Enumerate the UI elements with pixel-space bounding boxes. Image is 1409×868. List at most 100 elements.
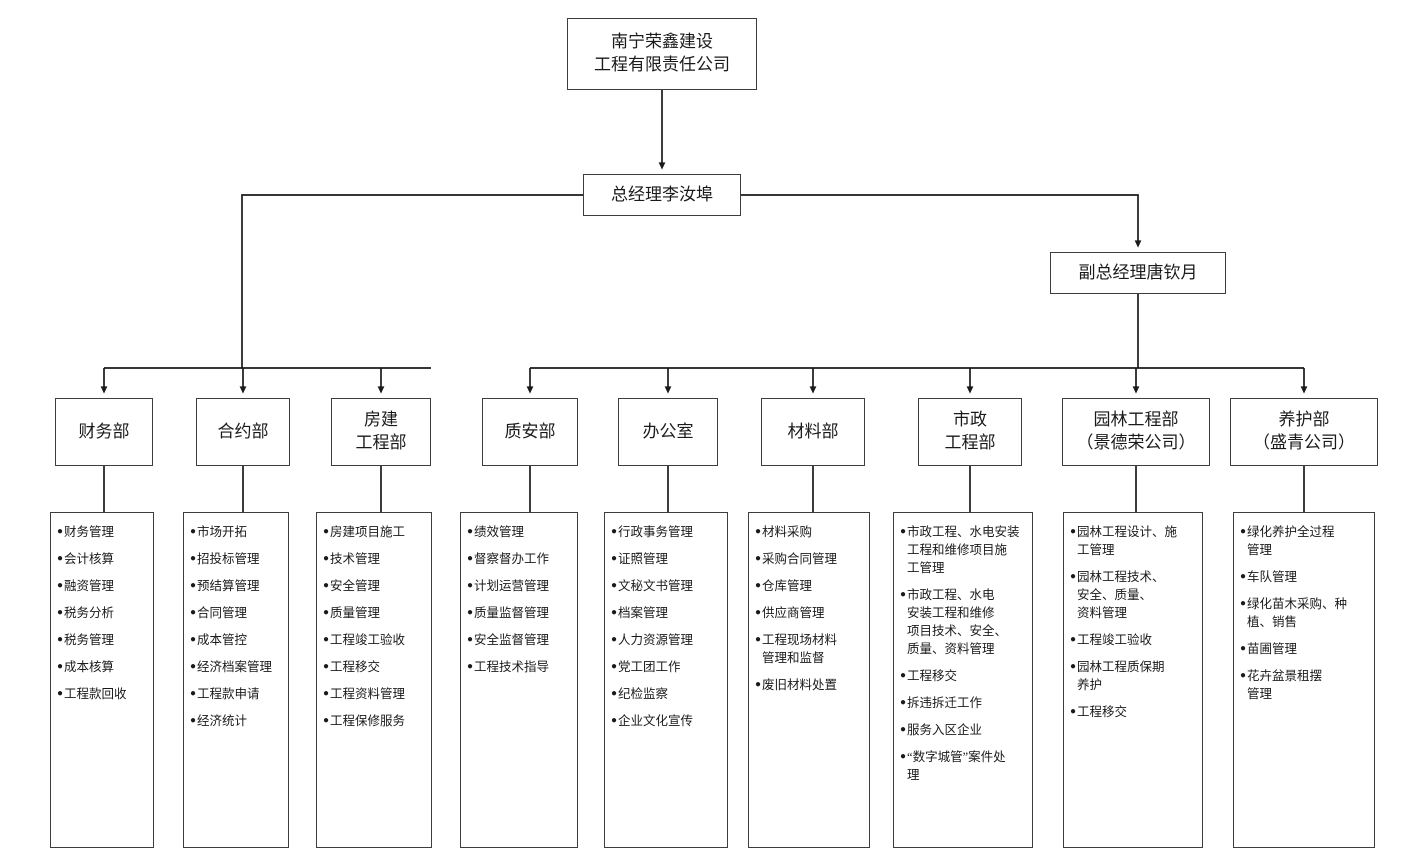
duty-item: ●工程款申请 bbox=[190, 685, 282, 703]
duty-item-label: 工程移交 bbox=[1077, 705, 1128, 719]
deputy-manager-node[interactable]: 副总经理唐钦月 bbox=[1050, 252, 1226, 294]
bullet-icon: ● bbox=[611, 607, 618, 618]
duty-item-label: 税务分析 bbox=[64, 606, 115, 620]
duty-item-label: 安全监督管理 bbox=[474, 633, 550, 647]
duty-item-label: 经济统计 bbox=[197, 714, 248, 728]
bullet-icon: ● bbox=[190, 715, 197, 726]
bullet-icon: ● bbox=[611, 715, 618, 726]
bullet-icon: ● bbox=[755, 580, 762, 591]
general-manager-label: 总经理李汝埠 bbox=[611, 184, 713, 204]
department-node-office[interactable]: 办公室 bbox=[618, 398, 718, 466]
duty-item: ●绿化养护全过程 管理 bbox=[1240, 523, 1368, 559]
duty-item-label: 招投标管理 bbox=[197, 552, 260, 566]
duty-item-label: 计划运营管理 bbox=[474, 579, 550, 593]
department-node-finance[interactable]: 财务部 bbox=[55, 398, 153, 466]
duty-item-label: 供应商管理 bbox=[762, 606, 825, 620]
duty-item: ●企业文化宣传 bbox=[611, 712, 721, 730]
duty-item: ●花卉盆景租摆 管理 bbox=[1240, 667, 1368, 703]
duty-item: ●工程竣工验收 bbox=[1070, 631, 1196, 649]
bullet-icon: ● bbox=[190, 553, 197, 564]
duty-item: ●经济档案管理 bbox=[190, 658, 282, 676]
bullet-icon: ● bbox=[467, 661, 474, 672]
duty-item-label: 花卉盆景租摆 管理 bbox=[1247, 669, 1323, 701]
bullet-icon: ● bbox=[190, 607, 197, 618]
department-node-quality-safety[interactable]: 质安部 bbox=[482, 398, 578, 466]
bullet-icon: ● bbox=[323, 688, 330, 699]
bullet-icon: ● bbox=[755, 679, 762, 690]
duty-item-label: 预结算管理 bbox=[197, 579, 260, 593]
department-node-maintenance[interactable]: 养护部 （盛青公司） bbox=[1230, 398, 1378, 466]
duty-item-label: 财务管理 bbox=[64, 525, 115, 539]
duty-item-label: 质量监督管理 bbox=[474, 606, 550, 620]
duty-item-label: 园林工程技术、 安全、质量、 资料管理 bbox=[1077, 570, 1165, 620]
department-node-materials[interactable]: 材料部 bbox=[761, 398, 865, 466]
duty-item: ●会计核算 bbox=[57, 550, 147, 568]
duty-item-label: 绿化苗木采购、种 植、销售 bbox=[1247, 597, 1348, 629]
duty-item: ●合同管理 bbox=[190, 604, 282, 622]
bullet-icon: ● bbox=[900, 526, 907, 537]
duty-list-maintenance: ●绿化养护全过程 管理●车队管理●绿化苗木采购、种 植、销售●苗圃管理●花卉盆景… bbox=[1233, 512, 1375, 848]
duty-item: ●成本核算 bbox=[57, 658, 147, 676]
duty-item-label: 市场开拓 bbox=[197, 525, 248, 539]
duty-item: ●工程款回收 bbox=[57, 685, 147, 703]
duty-item: ●督察督办工作 bbox=[467, 550, 571, 568]
duty-item: ●工程竣工验收 bbox=[323, 631, 425, 649]
duty-item: ●党工团工作 bbox=[611, 658, 721, 676]
duty-list-housing-engineering: ●房建项目施工●技术管理●安全管理●质量管理●工程竣工验收●工程移交●工程资料管… bbox=[316, 512, 432, 848]
duty-item: ●档案管理 bbox=[611, 604, 721, 622]
duty-item-label: 工程现场材料 管理和监督 bbox=[762, 633, 838, 665]
duty-item: ●工程资料管理 bbox=[323, 685, 425, 703]
duty-item-label: 企业文化宣传 bbox=[618, 714, 694, 728]
duty-item-label: 税务管理 bbox=[64, 633, 115, 647]
bullet-icon: ● bbox=[755, 634, 762, 645]
duty-item: ●招投标管理 bbox=[190, 550, 282, 568]
bullet-icon: ● bbox=[57, 688, 64, 699]
bullet-icon: ● bbox=[1240, 526, 1247, 537]
duty-item-label: 车队管理 bbox=[1247, 570, 1298, 584]
department-node-contract[interactable]: 合约部 bbox=[196, 398, 290, 466]
department-node-landscape-engineering[interactable]: 园林工程部 （景德荣公司） bbox=[1062, 398, 1210, 466]
duty-item: ●安全管理 bbox=[323, 577, 425, 595]
duty-item: ●市政工程、水电安装 工程和维修项目施 工管理 bbox=[900, 523, 1026, 577]
bullet-icon: ● bbox=[323, 580, 330, 591]
duty-item: ●技术管理 bbox=[323, 550, 425, 568]
general-manager-node[interactable]: 总经理李汝埠 bbox=[583, 174, 741, 216]
duty-item: ●计划运营管理 bbox=[467, 577, 571, 595]
bullet-icon: ● bbox=[190, 661, 197, 672]
duty-item-label: 工程款回收 bbox=[64, 687, 127, 701]
duty-item: ●苗圃管理 bbox=[1240, 640, 1368, 658]
duty-list-municipal-engineering: ●市政工程、水电安装 工程和维修项目施 工管理●市政工程、水电 安装工程和维修 … bbox=[893, 512, 1033, 848]
duty-item: ●行政事务管理 bbox=[611, 523, 721, 541]
department-label: 质安部 bbox=[504, 421, 556, 441]
duty-item: ●安全监督管理 bbox=[467, 631, 571, 649]
bullet-icon: ● bbox=[1070, 526, 1077, 537]
duty-item-label: 融资管理 bbox=[64, 579, 115, 593]
company-node[interactable]: 南宁荣鑫建设 工程有限责任公司 bbox=[567, 18, 757, 90]
duty-item-label: 市政工程、水电 安装工程和维修 项目技术、安全、 质量、资料管理 bbox=[907, 588, 1008, 656]
duty-item-label: 技术管理 bbox=[330, 552, 381, 566]
bullet-icon: ● bbox=[190, 580, 197, 591]
duty-item: ●园林工程质保期 养护 bbox=[1070, 658, 1196, 694]
department-node-municipal-engineering[interactable]: 市政 工程部 bbox=[918, 398, 1022, 466]
duty-list-landscape-engineering: ●园林工程设计、施 工管理●园林工程技术、 安全、质量、 资料管理●工程竣工验收… bbox=[1063, 512, 1203, 848]
duty-item: ●经济统计 bbox=[190, 712, 282, 730]
bullet-icon: ● bbox=[1240, 643, 1247, 654]
bullet-icon: ● bbox=[57, 661, 64, 672]
duty-item-label: 工程技术指导 bbox=[474, 660, 550, 674]
duty-item: ●财务管理 bbox=[57, 523, 147, 541]
company-label: 南宁荣鑫建设 工程有限责任公司 bbox=[594, 32, 730, 74]
bullet-icon: ● bbox=[467, 580, 474, 591]
bullet-icon: ● bbox=[900, 724, 907, 735]
department-node-housing-engineering[interactable]: 房建 工程部 bbox=[331, 398, 431, 466]
bullet-icon: ● bbox=[190, 526, 197, 537]
bullet-icon: ● bbox=[190, 688, 197, 699]
duty-item-label: 服务入区企业 bbox=[907, 723, 983, 737]
duty-item-label: 党工团工作 bbox=[618, 660, 681, 674]
duty-item: ●服务入区企业 bbox=[900, 721, 1026, 739]
department-label: 房建 工程部 bbox=[355, 410, 407, 452]
duty-item: ●采购合同管理 bbox=[755, 550, 863, 568]
duty-item-label: 园林工程质保期 养护 bbox=[1077, 660, 1165, 692]
bullet-icon: ● bbox=[900, 589, 907, 600]
duty-item-label: 纪检监察 bbox=[618, 687, 669, 701]
